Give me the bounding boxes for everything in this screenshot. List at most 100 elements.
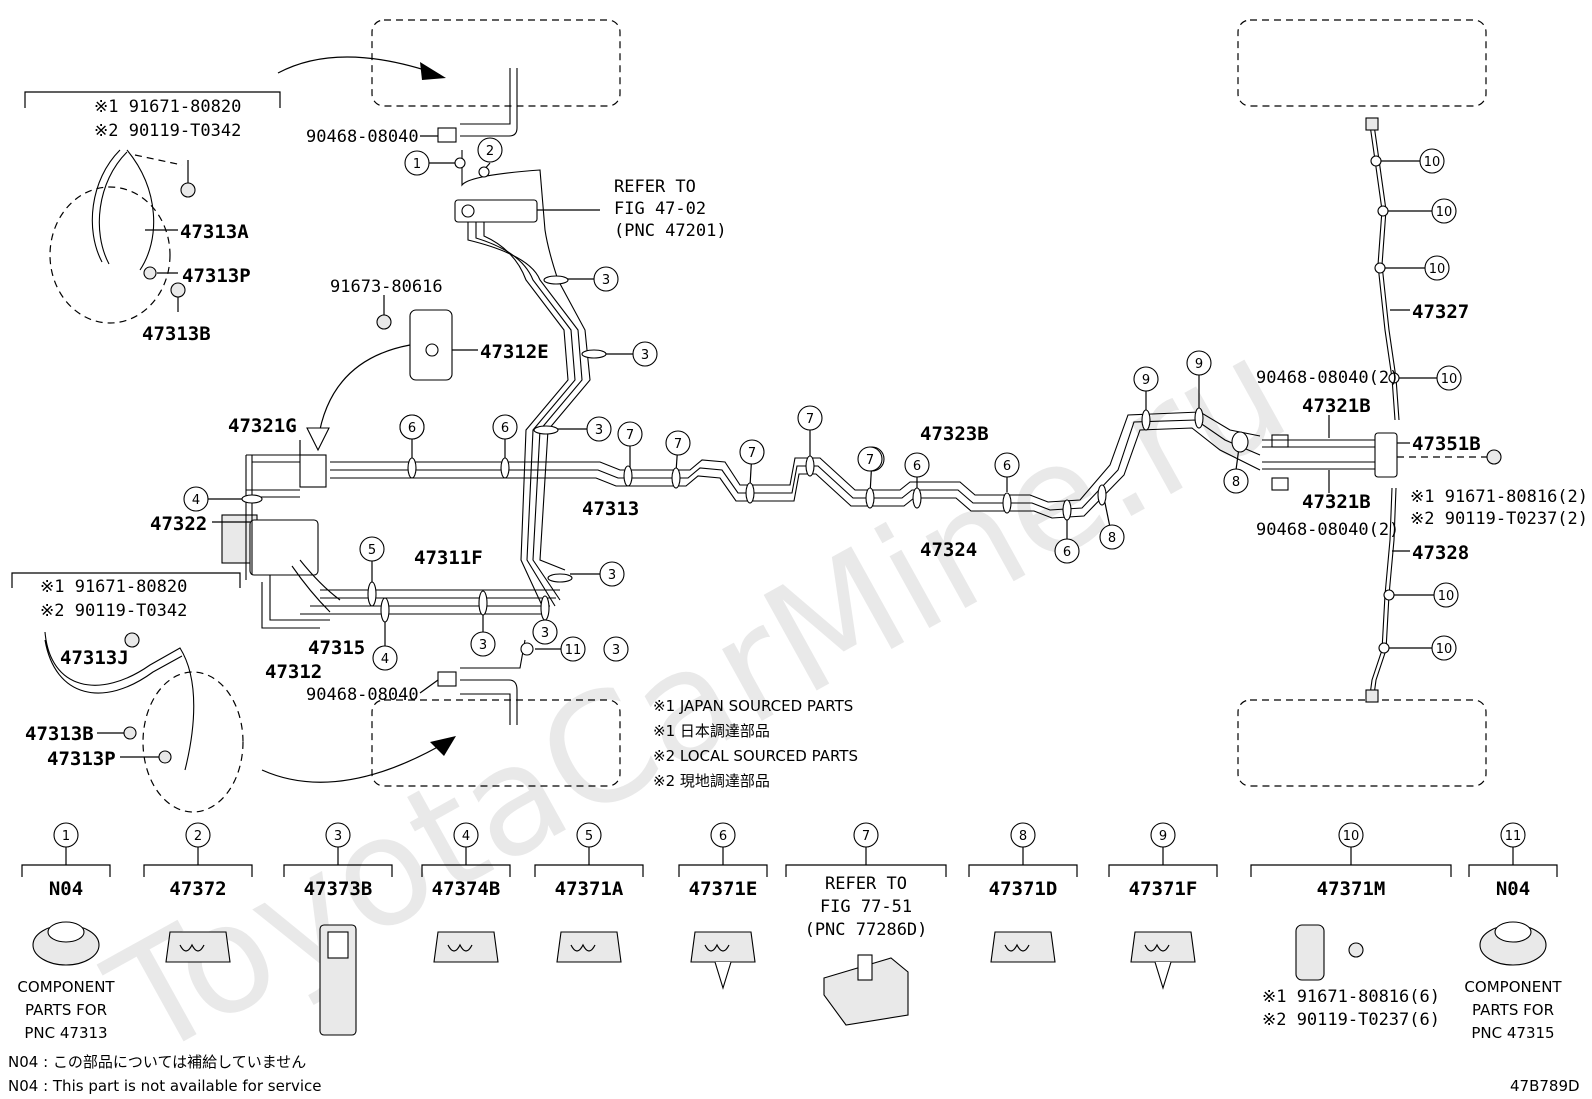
callout-circle [599, 561, 625, 587]
legend-desc-line: REFER TO [825, 874, 907, 894]
callout-9: 9 [1186, 350, 1212, 376]
bracket-hole [425, 343, 439, 357]
callout-number: 3 [541, 626, 549, 641]
legend-bracket [968, 864, 1078, 877]
callout-circle [1099, 524, 1125, 550]
callout-number: 10 [1429, 262, 1446, 277]
hose-detail-outline-bottom [142, 671, 244, 813]
clamp-pin [857, 954, 873, 981]
pipe-end-fitting-bottom [1365, 689, 1379, 703]
legend-bracket [1468, 864, 1558, 877]
callout-number: 2 [486, 144, 494, 159]
callout-1: 1 [404, 150, 430, 176]
callout-circle [560, 636, 586, 662]
nut-47313P [143, 266, 157, 280]
callout-number: 10 [1438, 589, 1455, 604]
callout-3: 3 [632, 341, 658, 367]
callout-3: 3 [532, 619, 558, 645]
ref-box-bottom-left [371, 699, 621, 787]
callout-number: 9 [1195, 357, 1203, 372]
clip-pin [1154, 961, 1172, 990]
callout-circle [1133, 366, 1159, 392]
callout-circle [739, 439, 765, 465]
ref-box-bottom-right [1237, 699, 1487, 787]
callout-circle [1431, 198, 1457, 224]
bolt-91673 [376, 314, 392, 330]
callout-circle [1419, 148, 1445, 174]
footnote-jp: N04 : この部品については補給していません [8, 1053, 306, 1071]
legend-desc-line: FIG 77-51 [820, 897, 912, 917]
callout-circle [904, 452, 930, 478]
label-47313J: 47313J [60, 647, 129, 669]
label-47312E: 47312E [480, 341, 549, 363]
label-47313B-bottom: 47313B [25, 723, 94, 745]
callout-number: 3 [608, 568, 616, 583]
clip-90468-bottom [437, 671, 457, 687]
callout-number: 6 [501, 421, 509, 436]
callout-circle [857, 446, 883, 472]
callout-circle [617, 421, 643, 447]
legend-desc-line: PNC 47313 [24, 1024, 107, 1042]
pipe-47321B [1262, 439, 1375, 470]
fitting-port [461, 204, 475, 218]
callout-circle [532, 619, 558, 645]
grommet-top [1494, 921, 1532, 943]
callout-3: 3 [593, 266, 619, 292]
group-bracket-top-left [24, 91, 281, 108]
legend-number: 6 [719, 829, 727, 844]
grommet-top [47, 921, 85, 943]
callout-number: 3 [612, 643, 620, 658]
hose-detail-outline-top [49, 186, 171, 324]
legend-desc-line: PARTS FOR [25, 1001, 107, 1019]
callout-10: 10 [1431, 635, 1457, 661]
clip-90468-top [437, 127, 457, 143]
label-tl-j2: ※2 90119-T0342 [94, 121, 241, 141]
union-47321G [299, 454, 327, 488]
label-47328: 47328 [1412, 542, 1469, 564]
callout-10: 10 [1436, 365, 1462, 391]
legend-bracket [678, 864, 768, 877]
callout-number: 10 [1441, 372, 1458, 387]
clip-slot [570, 943, 596, 952]
callout-number: 8 [1108, 531, 1116, 546]
legend-part-number: 47373B [304, 878, 373, 900]
callout-number: 9 [1142, 373, 1150, 388]
callout-number: 10 [1424, 155, 1441, 170]
footnote-en: N04 : This part is not available for ser… [8, 1077, 322, 1095]
callout-number: 6 [1003, 459, 1011, 474]
clamp-shape [823, 957, 909, 1026]
legend-desc-line: ※2 90119-T0237(6) [1262, 1010, 1440, 1030]
clip-slot [704, 943, 730, 952]
legend-number: 7 [862, 829, 870, 844]
callout-circle [994, 452, 1020, 478]
callout-number: 6 [1063, 545, 1071, 560]
label-47313P-bottom: 47313P [47, 748, 116, 770]
callout-6: 6 [1054, 538, 1080, 564]
legend-number: 11 [1505, 829, 1522, 844]
label-90468-top: 90468-08040 [306, 127, 419, 147]
callout-circle [399, 414, 425, 440]
callout-number: 5 [368, 543, 376, 558]
callout-2: 2 [477, 137, 503, 163]
arrow-head-top [420, 62, 446, 80]
legend-bracket [143, 864, 253, 877]
clip-pin [714, 961, 732, 990]
label-47323B: 47323B [920, 423, 989, 445]
callout-circle [1054, 538, 1080, 564]
clip-slot [447, 943, 473, 952]
legend-bracket [1108, 864, 1218, 877]
label-refer-line1: REFER TO [614, 177, 696, 197]
callout-number: 3 [479, 638, 487, 653]
pipe-47328-b [1373, 487, 1397, 696]
clip-90468-right-bottom [1271, 477, 1289, 491]
legend-number: 10 [1343, 829, 1360, 844]
callout-number: 4 [192, 493, 200, 508]
legend-number: 8 [1019, 829, 1027, 844]
bolt-91671-bottom [124, 632, 140, 648]
callout-7: 7 [857, 446, 883, 472]
note-japan: ※1 JAPAN SOURCED PARTS [653, 697, 853, 715]
